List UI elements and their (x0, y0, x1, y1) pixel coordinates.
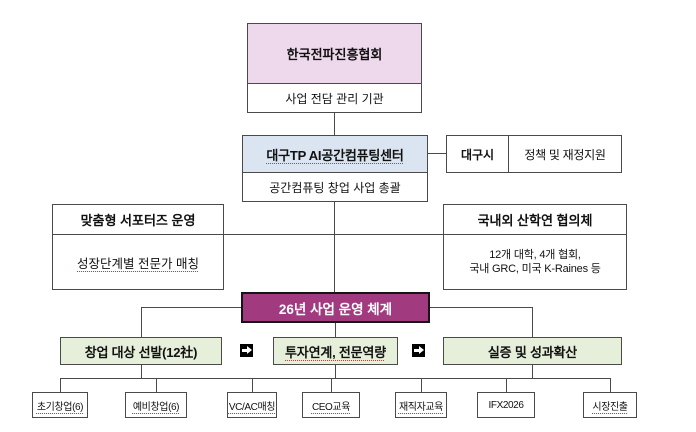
kca-title: 한국전파진흥협회 (248, 24, 421, 84)
stage-verification-label: 실증 및 성과확산 (487, 344, 578, 360)
connector-rail (60, 378, 611, 379)
node-kca: 한국전파진흥협회 사업 전담 관리 기관 (247, 23, 422, 113)
program-label: 시장진출 (592, 401, 628, 413)
connector-line (428, 153, 446, 154)
connector-line (224, 234, 443, 235)
stage-box-verification: 실증 및 성과확산 (443, 337, 622, 365)
stage-box-investment: 투자연계, 전문역량 (273, 337, 398, 365)
council-body-line1: 12개 대학, 4개 협회, (489, 249, 581, 261)
node-center: 대구TP AI공간컴퓨팅센터 공간컴퓨팅 창업 사업 총괄 (242, 135, 428, 202)
stage-selection-label: 창업 대상 선발(12社) (84, 344, 198, 360)
panel-council: 국내외 산학연 협의체 12개 대학, 4개 협회, 국내 GRC, 미국 K-… (443, 204, 627, 290)
right-arrow-icon (412, 344, 425, 357)
connector-line (335, 323, 336, 337)
program-box-market-entry: 시장진출 (583, 392, 637, 418)
panel-supporters: 맞춤형 서포터즈 운영 성장단계별 전문가 매칭 (52, 204, 224, 290)
connector-line (421, 378, 422, 392)
program-label: 예비창업(6) (132, 401, 180, 413)
connector-line (60, 378, 61, 392)
daegu-city-role: 정책 및 재정지원 (524, 147, 606, 162)
connector-line (141, 365, 142, 378)
program-box-ceo-education: CEO교육 (302, 392, 360, 418)
node-system-title: 26년 사업 운영 체계 (241, 292, 430, 323)
program-box-ifx2026: IFX2026 (477, 392, 535, 418)
program-label: IFX2026 (488, 399, 524, 411)
connector-line (334, 113, 335, 135)
connector-line (141, 307, 142, 337)
connector-line (141, 307, 242, 308)
kca-role: 사업 전담 관리 기관 (285, 91, 384, 106)
stage-box-selection: 창업 대상 선발(12社) (60, 337, 222, 365)
program-box-pre-startup: 예비창업(6) (125, 392, 187, 418)
connector-line (532, 307, 533, 337)
program-label: CEO교육 (311, 401, 351, 413)
connector-line (331, 378, 332, 392)
connector-line (506, 378, 507, 392)
program-label: 초기창업(6) (36, 401, 84, 413)
program-box-vc-ac-matching: VC/AC매칭 (227, 392, 277, 418)
connector-line (335, 365, 336, 378)
program-label: 재직자교육 (398, 401, 443, 413)
program-label: VC/AC매칭 (228, 401, 276, 413)
connector-line (156, 378, 157, 392)
council-body-line2: 국내 GRC, 미국 K-Raines 등 (469, 263, 601, 275)
program-box-early-startup: 초기창업(6) (32, 392, 88, 418)
supporters-title: 맞춤형 서포터즈 운영 (53, 205, 223, 235)
connector-line (252, 378, 253, 392)
connector-line (430, 307, 532, 308)
connector-line (532, 365, 533, 378)
council-title: 국내외 산학연 협의체 (444, 205, 626, 235)
stage-investment-label: 투자연계, 전문역량 (285, 344, 386, 360)
supporters-body: 성장단계별 전문가 매칭 (77, 256, 199, 271)
node-daegu-city: 대구시 정책 및 재정지원 (446, 135, 622, 173)
right-arrow-icon (240, 344, 253, 357)
program-box-employee-education: 재직자교육 (395, 392, 447, 418)
center-role: 공간컴퓨팅 창업 사업 총괄 (269, 180, 401, 195)
center-title: 대구TP AI공간컴퓨팅센터 (266, 147, 404, 163)
connector-line (334, 202, 335, 292)
daegu-city-label: 대구시 (447, 136, 509, 172)
connector-line (610, 378, 611, 392)
